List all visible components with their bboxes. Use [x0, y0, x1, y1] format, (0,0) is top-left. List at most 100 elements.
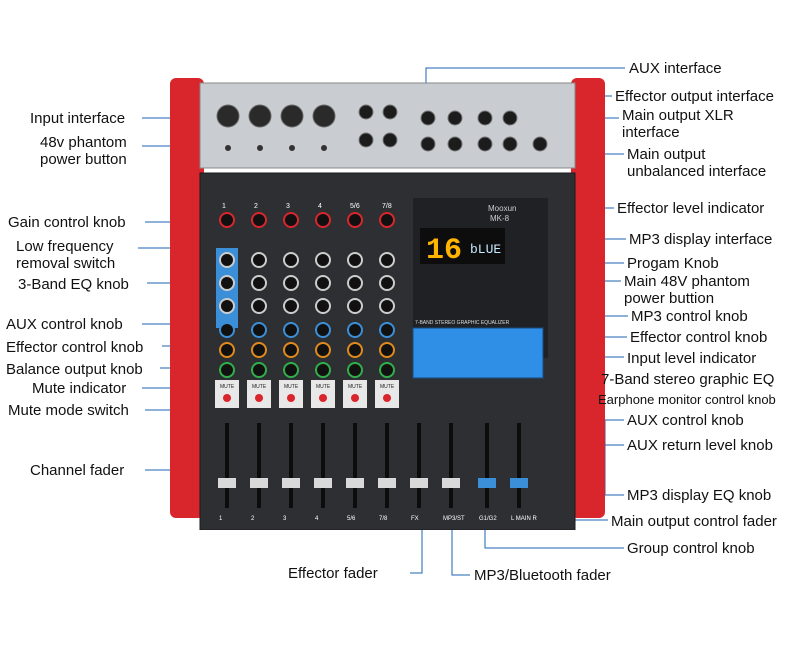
fader-slot [321, 423, 325, 508]
channel-knob[interactable] [219, 298, 235, 314]
channel-knob[interactable] [251, 275, 267, 291]
label-main-unbalanced: Main output unbalanced interface [627, 146, 767, 180]
mp3-display-text: bLUE [470, 242, 501, 257]
channel-knob[interactable] [379, 298, 395, 314]
label-group-knob: Group control knob [627, 540, 755, 557]
label-input-level: Input level indicator [627, 350, 757, 367]
fader-cap[interactable] [378, 478, 396, 488]
channel-knob[interactable] [315, 322, 331, 338]
jack-socket[interactable] [502, 110, 518, 126]
channel-knob[interactable] [379, 322, 395, 338]
channel-knob[interactable] [283, 212, 299, 228]
label-effector-knob-left: Effector control knob [6, 339, 144, 356]
channel-knob[interactable] [283, 322, 299, 338]
channel-knob[interactable] [315, 212, 331, 228]
channel-knob[interactable] [347, 275, 363, 291]
channel-knob[interactable] [315, 275, 331, 291]
input-jack[interactable] [216, 104, 240, 128]
jack-socket[interactable] [447, 110, 463, 126]
channel-knob[interactable] [379, 252, 395, 268]
fader-cap[interactable] [314, 478, 332, 488]
label-input-interface: Input interface [30, 110, 126, 127]
channel-knob[interactable] [251, 362, 267, 378]
jack-socket[interactable] [447, 136, 463, 152]
mute-button[interactable] [383, 394, 391, 402]
channel-knob[interactable] [251, 342, 267, 358]
fader-label: 3 [283, 516, 287, 522]
jack-socket[interactable] [420, 136, 436, 152]
channel-knob[interactable] [283, 275, 299, 291]
mute-button[interactable] [351, 394, 359, 402]
jack-socket[interactable] [477, 136, 493, 152]
phantom-button[interactable] [225, 145, 231, 151]
jack-socket[interactable] [382, 132, 398, 148]
channel-knob[interactable] [379, 212, 395, 228]
channel-knob[interactable] [251, 252, 267, 268]
channel-knob[interactable] [219, 252, 235, 268]
mute-button[interactable] [287, 394, 295, 402]
jack-socket[interactable] [358, 132, 374, 148]
channel-knob[interactable] [219, 322, 235, 338]
channel-knob[interactable] [251, 322, 267, 338]
channel-knob[interactable] [379, 275, 395, 291]
label-main-fader: Main output control fader [611, 513, 777, 530]
channel-knob[interactable] [283, 298, 299, 314]
channel-knob[interactable] [283, 252, 299, 268]
phantom-button[interactable] [321, 145, 327, 151]
fader-cap[interactable] [250, 478, 268, 488]
channel-knob[interactable] [347, 212, 363, 228]
input-jack[interactable] [312, 104, 336, 128]
label-low-freq-switch: Low frequency removal switch [16, 238, 116, 272]
fader-cap[interactable] [510, 478, 528, 488]
fader-cap[interactable] [346, 478, 364, 488]
label-main-xlr: Main output XLR interface [622, 107, 734, 141]
phantom-button[interactable] [257, 145, 263, 151]
mute-button[interactable] [255, 394, 263, 402]
jack-socket[interactable] [502, 136, 518, 152]
channel-knob[interactable] [251, 212, 267, 228]
fader-cap[interactable] [410, 478, 428, 488]
channel-knob[interactable] [347, 362, 363, 378]
fader-cap[interactable] [442, 478, 460, 488]
fader-cap[interactable] [282, 478, 300, 488]
fader-cap[interactable] [478, 478, 496, 488]
channel-knob[interactable] [219, 342, 235, 358]
channel-knob[interactable] [219, 275, 235, 291]
fader-slot [353, 423, 357, 508]
channel-knob[interactable] [347, 322, 363, 338]
channel-knob[interactable] [347, 252, 363, 268]
jack-socket[interactable] [382, 104, 398, 120]
channel-number: 3 [286, 203, 290, 210]
mute-button[interactable] [223, 394, 231, 402]
fader-label: 4 [315, 516, 319, 522]
channel-knob[interactable] [315, 252, 331, 268]
jack-socket[interactable] [358, 104, 374, 120]
channel-knob[interactable] [315, 298, 331, 314]
channel-knob[interactable] [219, 212, 235, 228]
channel-knob[interactable] [379, 362, 395, 378]
channel-knob[interactable] [219, 362, 235, 378]
fader-slot [417, 423, 421, 508]
channel-knob[interactable] [283, 342, 299, 358]
channel-knob[interactable] [379, 342, 395, 358]
fader-label: 5/6 [347, 516, 356, 522]
jack-socket[interactable] [420, 110, 436, 126]
channel-knob[interactable] [347, 342, 363, 358]
input-jack[interactable] [248, 104, 272, 128]
channel-knob[interactable] [283, 362, 299, 378]
jack-socket[interactable] [532, 136, 548, 152]
phantom-button[interactable] [289, 145, 295, 151]
channel-knob[interactable] [315, 362, 331, 378]
mute-button[interactable] [319, 394, 327, 402]
fader-slot [225, 423, 229, 508]
input-jack[interactable] [280, 104, 304, 128]
fader-slot [385, 423, 389, 508]
jack-socket[interactable] [477, 110, 493, 126]
label-effector-fader: Effector fader [288, 565, 378, 582]
fader-cap[interactable] [218, 478, 236, 488]
channel-knob[interactable] [315, 342, 331, 358]
mixer-console: 16 bLUE Mooxun MK-8 7-BAND STEREO GRAPHI… [170, 78, 605, 530]
fader-label: 2 [251, 516, 255, 522]
channel-knob[interactable] [347, 298, 363, 314]
channel-knob[interactable] [251, 298, 267, 314]
